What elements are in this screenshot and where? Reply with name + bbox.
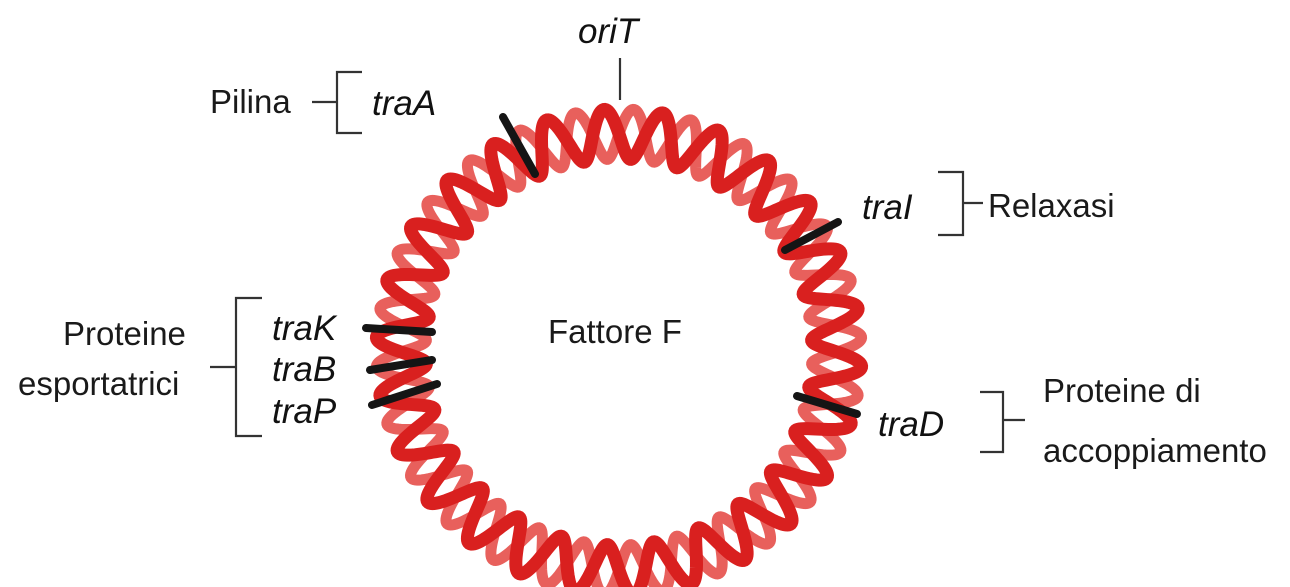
function-label-relaxasi: Relaxasi (988, 187, 1115, 224)
origin-label: oriT (578, 12, 641, 51)
gene-label-traB: traB (272, 350, 336, 389)
gene-label-traD: traD (878, 405, 944, 444)
group-label-proteine: Proteine (63, 315, 186, 352)
gene-label-traP: traP (272, 392, 337, 431)
function-label-accoppiamento: accoppiamento (1043, 432, 1267, 469)
gene-label-traA: traA (372, 84, 436, 123)
plasmid-name: Fattore F (548, 313, 682, 350)
gene-label-traI: traI (862, 188, 913, 227)
group-label-esportatrici: esportatrici (18, 365, 179, 402)
function-label-pilina: Pilina (210, 83, 291, 120)
bracket-traI (938, 172, 983, 235)
bracket-traD (980, 392, 1025, 452)
bracket-traA (312, 72, 362, 133)
gene-label-traK: traK (272, 309, 338, 348)
gene-marker-traK (366, 328, 432, 332)
bracket-export-group (210, 298, 262, 436)
function-label-proteine-di: Proteine di (1043, 372, 1201, 409)
